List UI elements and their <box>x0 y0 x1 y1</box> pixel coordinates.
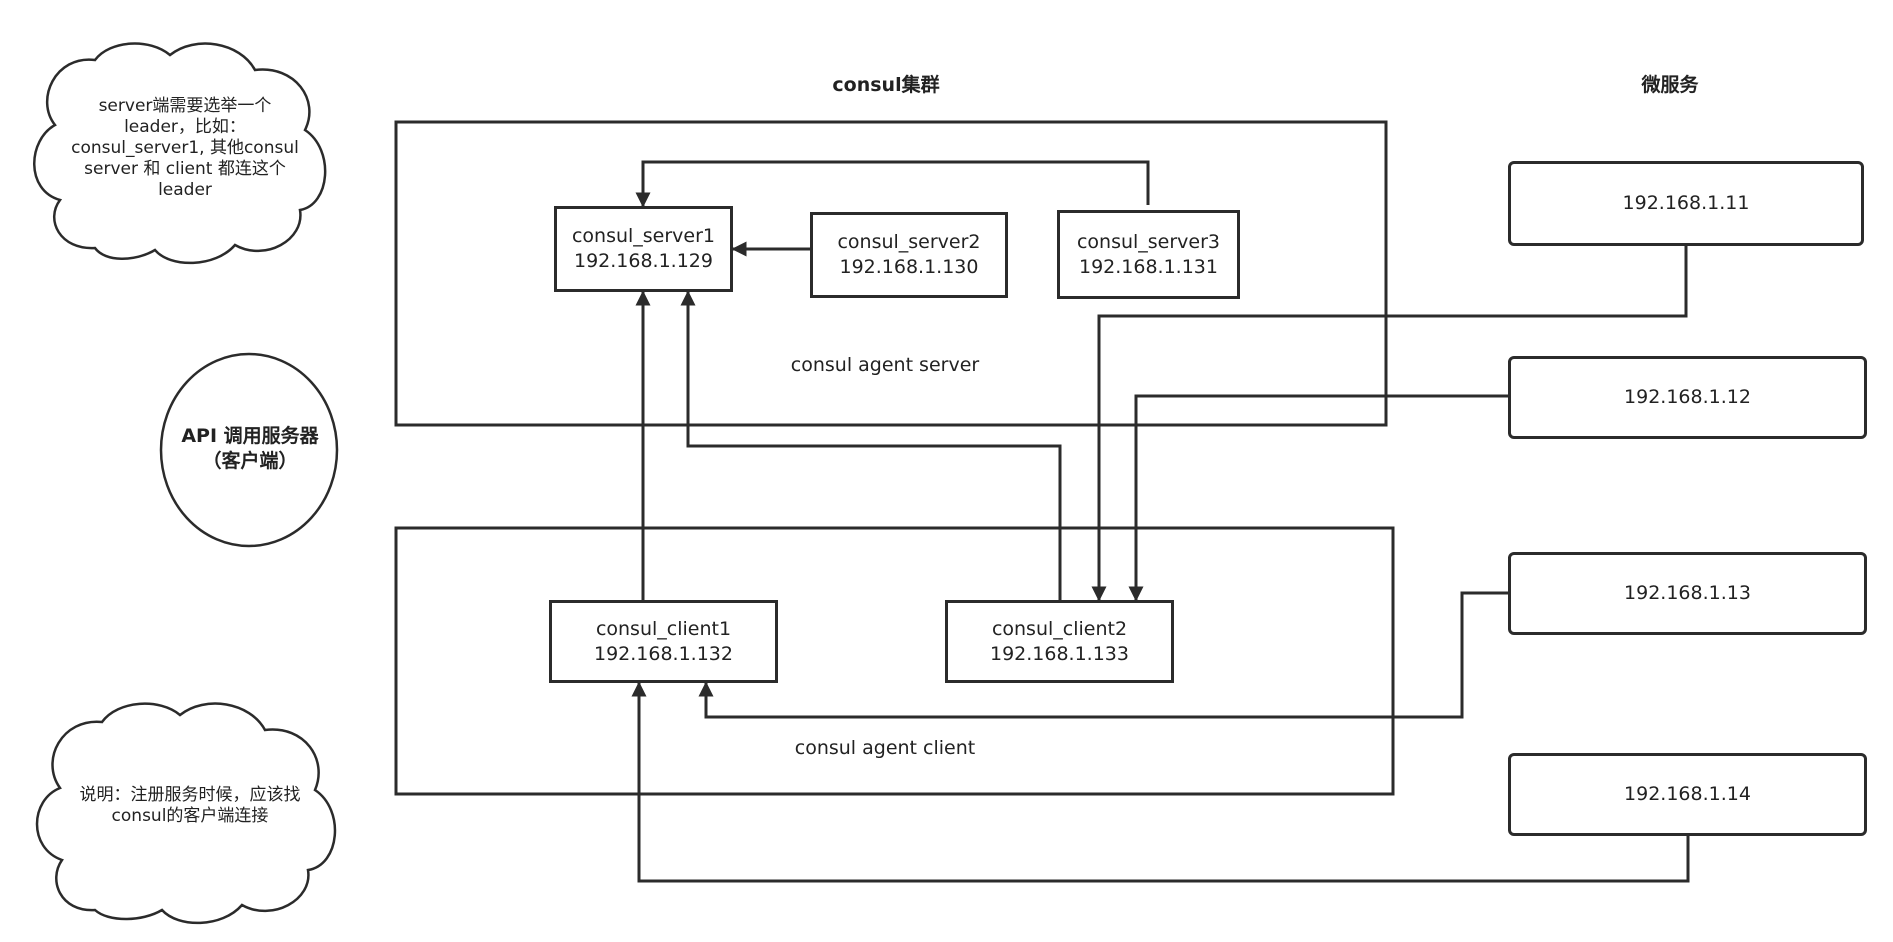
leader-note-text: server端需要选举一个 leader，比如： consul_server1,… <box>45 96 325 201</box>
server-node-ip: 192.168.1.129 <box>573 250 713 272</box>
connector-ms14-to-client1 <box>631 681 1690 883</box>
server-node-ip: 192.168.1.131 <box>1078 255 1218 278</box>
client-node-ip: 192.168.1.133 <box>989 642 1129 665</box>
client-node-name: consul_client2 <box>991 617 1128 640</box>
api-client-line: API 调用服务器 <box>181 425 319 447</box>
api-client-text: API 调用服务器 （客户端） <box>160 424 340 474</box>
microservice-node-4: 192.168.1.14 <box>1508 753 1867 836</box>
register-note-text: 说明：注册服务时候，应该找 consul的客户端连接 <box>45 785 335 827</box>
microservice-node-2: 192.168.1.12 <box>1508 356 1867 439</box>
leader-note-line: server端需要选举一个 <box>98 96 272 116</box>
microservice-node-1: 192.168.1.11 <box>1508 161 1864 246</box>
server-node-2: consul_server2 192.168.1.130 <box>810 212 1008 298</box>
register-note-line: 说明：注册服务时候，应该找 <box>79 785 301 805</box>
server-node-name: consul_server2 <box>837 231 981 253</box>
api-client-line: （客户端） <box>202 450 298 472</box>
server-node-name: consul_server3 <box>1076 230 1221 253</box>
leader-note-line: leader <box>158 180 212 200</box>
client-node-2: consul_client2 192.168.1.133 <box>945 600 1174 683</box>
microservice-ip: 192.168.1.12 <box>1624 386 1751 408</box>
microservice-ip: 192.168.1.13 <box>1624 582 1751 604</box>
leader-note-line: server 和 client 都连这个 <box>84 159 286 179</box>
client-node-1: consul_client1 192.168.1.132 <box>549 600 778 683</box>
cluster-title: consul集群 <box>832 74 940 96</box>
leader-note-line: leader，比如： <box>124 117 246 137</box>
leader-note-cloud <box>33 42 327 265</box>
client-node-name: consul_client1 <box>595 617 732 640</box>
connector-client2-to-server1 <box>680 290 1062 600</box>
server-node-3: consul_server3 192.168.1.131 <box>1057 210 1240 299</box>
microservices-title: 微服务 <box>1641 74 1699 96</box>
client-group-frame <box>394 526 1395 796</box>
server-node-ip: 192.168.1.130 <box>839 256 979 278</box>
register-note-cloud <box>35 702 337 925</box>
connector-server3-to-server1 <box>635 160 1150 208</box>
microservice-ip: 192.168.1.11 <box>1622 192 1750 214</box>
server-group-label: consul agent server <box>790 354 980 376</box>
microservice-ip: 192.168.1.14 <box>1624 783 1751 805</box>
server-node-name: consul_server1 <box>571 225 716 247</box>
client-node-ip: 192.168.1.132 <box>593 642 733 665</box>
register-note-line: consul的客户端连接 <box>111 806 269 826</box>
api-client-circle <box>159 352 339 548</box>
connector-ms13-to-client1 <box>698 591 1508 719</box>
connector-ms12-to-client2 <box>1128 394 1508 602</box>
connector-ms11-to-client2 <box>1091 246 1688 602</box>
server-node-1: consul_server1 192.168.1.129 <box>554 206 733 292</box>
client-group-label: consul agent client <box>794 737 976 759</box>
server-group-frame <box>394 120 1388 427</box>
leader-note-line: consul_server1, 其他consul <box>71 138 299 158</box>
microservice-node-3: 192.168.1.13 <box>1508 552 1867 635</box>
